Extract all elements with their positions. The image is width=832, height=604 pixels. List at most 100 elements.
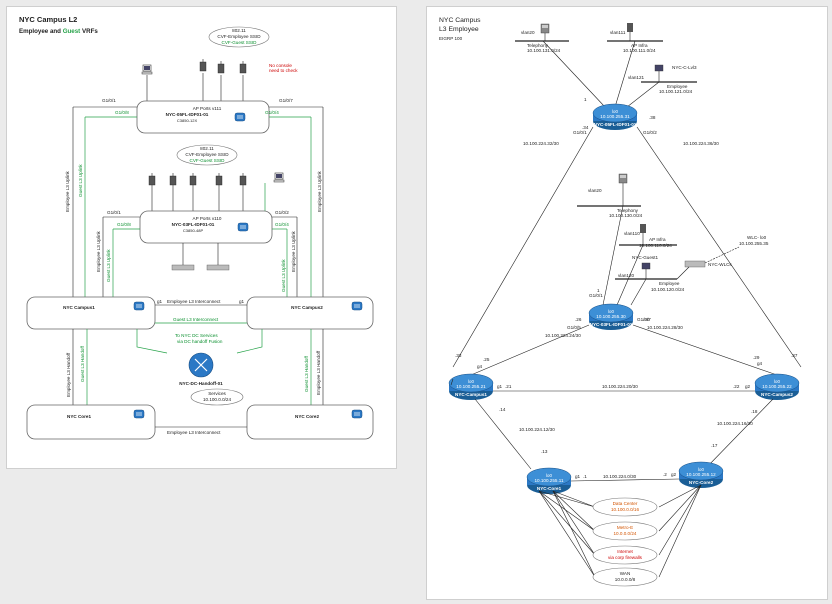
guest-interconnect-label: Guest L3 Interconnect (173, 317, 219, 322)
core2-switch[interactable]: NYC Core2 (246, 404, 374, 440)
router-name: NYC-Core1 (537, 486, 562, 491)
dc-handoff-router[interactable] (188, 352, 214, 378)
port-label: G1/0/5 (567, 325, 581, 330)
num-label: .13 (541, 449, 548, 454)
campus2-name: NYC Campus2 (291, 305, 323, 310)
router-ip: 10.100.255.22 (762, 384, 792, 389)
idf1-port-2: G1/0/8 (115, 110, 129, 115)
campus2-switch[interactable]: NYC Campus2 (246, 296, 374, 330)
core1-switch[interactable]: NYC Core1 (26, 404, 156, 440)
workstation-icon (273, 172, 285, 183)
core1-router[interactable]: lo0 10.100.255.11 NYC-Core1 (526, 467, 572, 495)
cloud1-l2: CVF-Employee SSID (217, 34, 261, 39)
cloud1-l3: CVF-Guest SSID (222, 40, 258, 45)
idf1-switch[interactable]: AP Ports v111 NYC-05FL-IDF01-01 C3850-12… (136, 100, 270, 134)
num-label: .1 (583, 474, 587, 479)
handoff-label-1: Employee L3 Handoff (66, 352, 71, 397)
l2-diagram-panel: NYC Campus L2 Employee and Guest VRFs 80… (6, 6, 397, 469)
fanout-links (538, 484, 702, 578)
core1-name: NYC Core1 (67, 414, 91, 419)
cloud-l2: via corp firewalls (608, 555, 643, 560)
l3-diagram: NYC Campus L3 Employee EIGRP 100 vlan20 … (439, 17, 802, 587)
vlan-label: vlan120 (618, 273, 635, 278)
wlc-top-label: NYC-C-Lvl3 (672, 65, 697, 70)
phone-icon (618, 173, 628, 184)
link-subnet: 10.100.224.32/30 (523, 141, 559, 146)
net-name: AP Infra (649, 237, 666, 242)
access-point-icon (239, 60, 247, 74)
link-subnet: 10.100.224.16/30 (717, 421, 753, 426)
idf2-port-4: G1/0/4 (275, 222, 289, 227)
cloud-metro-e: Metro-E 10.0.0.0/24 (592, 521, 658, 541)
uplink-label-5: Guest L3 Uplink (281, 259, 286, 292)
num-label: .38 (649, 115, 656, 120)
net-name: Employee (659, 281, 680, 286)
access-point-icon (215, 172, 223, 186)
workstation-icon (641, 262, 651, 270)
l3-protocol: EIGRP 100 (439, 36, 463, 41)
idf1-router[interactable]: lo0 10.100.255.31 NYC-05FL-IDF01-01 (592, 103, 638, 131)
access-point-icon (148, 172, 156, 186)
wlc-appliance-icon (206, 264, 230, 271)
core2-name: NYC Core2 (295, 414, 319, 419)
router-name: NYC-05FL-IDF01-01 (594, 122, 637, 127)
cloud-l2: 10.100.0.0/16 (611, 507, 640, 512)
wireless-cloud-2: 802.11 CVF-Employee SSID CVF-Guest SSID (176, 144, 238, 166)
cloud-internet: Internet via corp firewalls (592, 545, 658, 565)
idf1-model: C3850-12X (177, 118, 198, 123)
link-subnet: 10.100.224.12/30 (519, 427, 555, 432)
cloud2-l3: CVF-Guest SSID (190, 158, 226, 163)
services-l2: 10.100.0.0/24 (203, 397, 232, 402)
idf1-port-4: G1/0/4 (265, 110, 279, 115)
net-subnet: 10.100.131.0/24 (527, 48, 561, 53)
cloud-l1: WAN (620, 571, 631, 576)
console-note-l1: No console (269, 63, 292, 68)
wlc-appliance-icon (684, 260, 706, 268)
campus1-switch[interactable]: NYC Campus1 (26, 296, 156, 330)
router-lo: lo0 (546, 473, 552, 478)
core2-router[interactable]: lo0 10.100.255.12 NYC-Core2 (678, 461, 724, 489)
campus1-router[interactable]: lo0 10.100.255.21 NYC-Campus1 (448, 373, 494, 401)
num-label: .14 (499, 407, 506, 412)
idf1-port-1: G1/0/1 (102, 98, 116, 103)
idf2-router[interactable]: lo0 10.100.255.30 NYC-03FL-IDF01-01 (588, 303, 634, 331)
wlc-vip-l1: WLC- lo0 (747, 235, 767, 240)
router-lo: lo0 (608, 309, 614, 314)
port-label: G1/0/1 (589, 293, 603, 298)
phone-icon (199, 58, 207, 72)
link-subnet: 10.100.224.0/30 (603, 474, 637, 479)
l3-title-1: NYC Campus (439, 17, 481, 24)
num-label: .37 (791, 353, 798, 358)
gi-label: g2 (745, 384, 751, 389)
wireless-cloud-1: 802.11 CVF-Employee SSID CVF-Guest SSID (208, 26, 270, 48)
port-label: G1/0/7 (637, 317, 651, 322)
net-subnet: 10.100.130.0/24 (609, 213, 643, 218)
vlan-label: vlan20 (588, 188, 602, 193)
num-label: .18 (751, 409, 758, 414)
idf1-ap-ports: AP Ports v111 (193, 106, 222, 111)
num-label: .25 (483, 357, 490, 362)
access-point-icon (640, 224, 646, 233)
net-subnet: 10.100.120.0/24 (651, 287, 685, 292)
router-lo: lo0 (612, 109, 618, 114)
vlan-label: vlan121 (628, 75, 645, 80)
cloud1-l1: 802.11 (232, 28, 246, 33)
gi-label: g2 (671, 472, 677, 477)
access-point-icon (169, 172, 177, 186)
router-ip: 10.100.255.21 (456, 384, 486, 389)
uplink-label-2: Guest L3 Uplink (78, 164, 83, 197)
router-name: NYC-Campus2 (761, 392, 793, 397)
handoff-label-2: Guest L3 Handoff (80, 345, 85, 382)
dc-note-l2: via DC handoff Fusion (177, 339, 223, 344)
l2-title: NYC Campus L2 (19, 15, 77, 24)
net-name: Telephony (617, 208, 639, 213)
l2-subtitle-b: VRFs (82, 28, 98, 35)
handoff-label-3: Guest L3 Handoff (304, 355, 309, 392)
idf2-model: C3850-48P (183, 228, 204, 233)
link-subnet: 10.100.224.28/30 (647, 325, 683, 330)
idf2-switch[interactable]: AP Ports v110 NYC-03FL-IDF01-01 C3850-48… (139, 210, 273, 244)
link-subnet: 10.100.224.24/30 (545, 333, 581, 338)
num-label: .22 (733, 384, 740, 389)
campus2-router[interactable]: lo0 10.100.255.22 NYC-Campus2 (754, 373, 800, 401)
campus1-name: NYC Campus1 (63, 305, 95, 310)
